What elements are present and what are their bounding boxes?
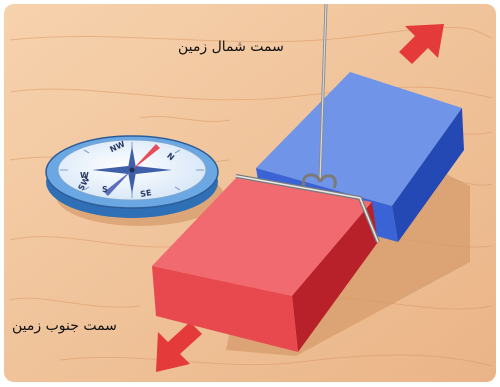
compass-label-se: SE [140,188,153,199]
south-direction-label: سمت جنوب زمین [12,318,117,334]
compass: NW N W SW S SE [46,136,218,218]
compass-label-s: S [102,185,108,194]
north-direction-label: سمت شمال زمین [178,39,284,55]
